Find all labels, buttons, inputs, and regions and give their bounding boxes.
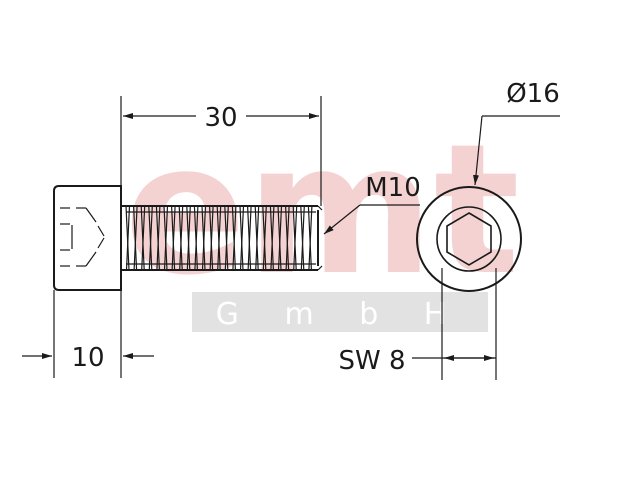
thread-line	[255, 205, 260, 271]
thread-callout: M10	[323, 173, 421, 235]
thread-line	[201, 205, 207, 271]
thread-line	[209, 205, 214, 271]
thread-line	[300, 205, 305, 271]
thread-line	[262, 205, 267, 271]
thread-line	[217, 205, 222, 271]
head-outline-circle	[416, 186, 522, 292]
dimension-head-height-label: 10	[71, 343, 104, 373]
screw-top-view	[416, 186, 522, 292]
watermark: emt G m b H	[124, 106, 520, 332]
hex-socket	[446, 212, 492, 266]
thread-line	[148, 205, 153, 271]
thread-line	[186, 205, 191, 271]
thread-line	[247, 205, 252, 271]
thread-line	[224, 205, 229, 271]
thread-size-label: M10	[365, 173, 421, 203]
thread-shank	[121, 205, 323, 271]
screw-head	[53, 185, 122, 291]
socket-circle	[436, 206, 502, 272]
thread-line	[277, 205, 283, 271]
dimension-wrench-size: SW 8	[338, 268, 497, 380]
thread-line	[125, 205, 131, 271]
wrench-size-label: SW 8	[338, 346, 405, 376]
watermark-logo: emt	[124, 106, 520, 315]
thread-line	[239, 205, 245, 271]
thread-line	[156, 205, 161, 271]
screw-side-view	[53, 185, 323, 291]
watermark-company: G m b H	[216, 297, 465, 332]
thread-line	[285, 205, 290, 271]
diameter-callout: Ø16	[473, 79, 560, 186]
thread-line	[194, 205, 199, 271]
thread-line	[232, 205, 237, 271]
thread-line	[293, 205, 298, 271]
dimension-length-label: 30	[204, 103, 237, 133]
thread-line	[171, 205, 176, 271]
hex-socket-hidden-lines	[60, 207, 105, 267]
thread-line	[308, 205, 313, 271]
thread-line	[270, 205, 275, 271]
dimension-length: 30	[120, 96, 322, 206]
watermark-band	[192, 292, 488, 332]
thread-line	[141, 205, 146, 271]
thread-line	[133, 205, 138, 271]
thread-line	[179, 205, 184, 271]
thread-line	[163, 205, 169, 271]
dimension-head-height: 10	[22, 290, 154, 378]
head-diameter-label: Ø16	[506, 79, 560, 109]
